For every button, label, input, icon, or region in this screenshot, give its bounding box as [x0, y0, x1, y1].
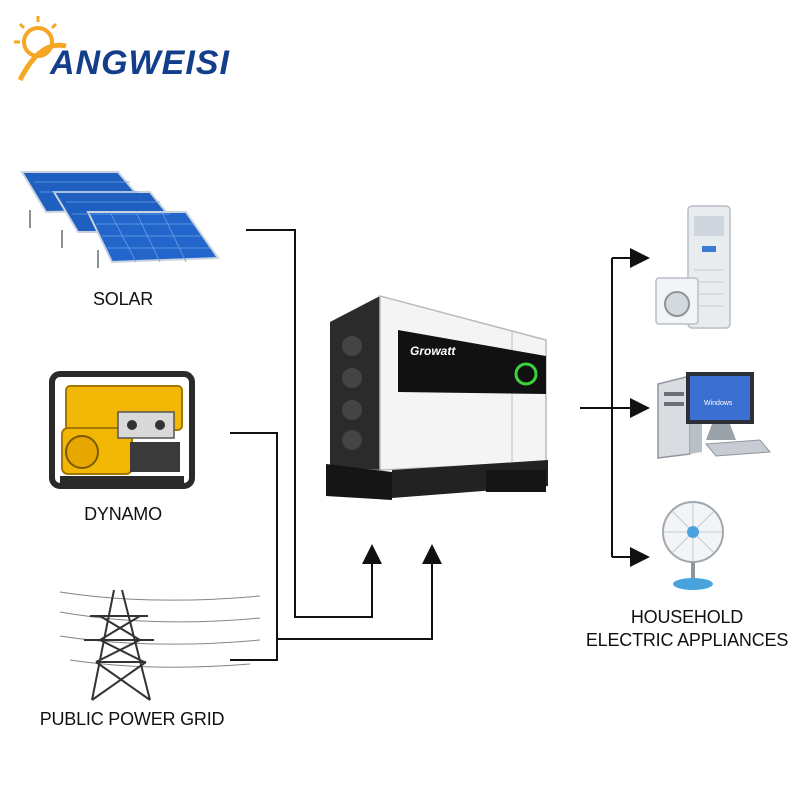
grid-connection-line [230, 639, 278, 661]
appliances-label-line1: HOUSEHOLD [630, 607, 744, 627]
grid-label: PUBLIC POWER GRID [39, 709, 225, 729]
inverter-brand-label: Growatt [410, 344, 456, 358]
sun-logo-icon [14, 16, 67, 82]
solar-label: SOLAR [92, 289, 154, 309]
monitor-screen-text: Windows [704, 400, 733, 407]
solar-connection-line [246, 229, 382, 618]
brand-name: ANGWEISI [50, 44, 230, 82]
appliances-label-line2: ELECTRIC APPLIANCES [585, 630, 789, 650]
dynamo-label: DYNAMO [84, 504, 162, 524]
